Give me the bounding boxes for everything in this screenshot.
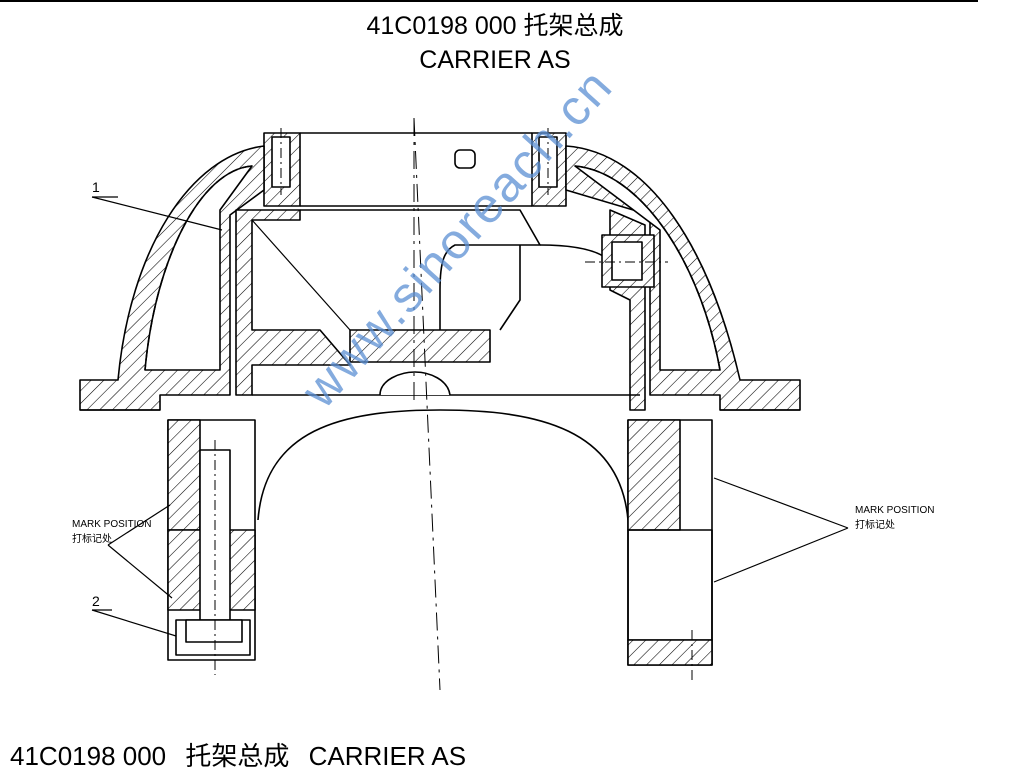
mark-left-en: MARK POSITION — [72, 519, 151, 530]
callout-2: 2 — [92, 593, 100, 609]
drawing-title-en: CARRIER AS — [419, 46, 571, 74]
mark-left-zh: 打标记处 — [72, 532, 112, 545]
web-left — [235, 209, 351, 396]
bore-arch — [257, 409, 629, 521]
leader-mark-right-a — [713, 477, 849, 529]
center-axis — [413, 117, 441, 691]
mark-right-en: MARK POSITION — [855, 505, 934, 516]
leader-mark-left-b — [107, 544, 173, 599]
top-rule — [0, 0, 978, 2]
mark-right-zh: 打标记处 — [855, 518, 895, 531]
callout-1: 1 — [92, 179, 100, 195]
leader-1 — [91, 196, 223, 231]
leader-mark-left-a — [107, 504, 171, 546]
caption-code: 41C0198 000 — [10, 741, 167, 771]
leader-2 — [91, 609, 177, 637]
cross-bar — [349, 329, 491, 363]
slot — [454, 149, 476, 169]
caption-name-zh: 托架总成 — [185, 741, 290, 771]
leader-mark-right-b — [713, 527, 849, 583]
drawing-title-zh: 41C0198 000 托架总成 — [366, 12, 624, 40]
caption: 41C0198 000 托架总成 CARRIER AS — [10, 740, 478, 772]
caption-name-en: CARRIER AS — [308, 741, 467, 771]
